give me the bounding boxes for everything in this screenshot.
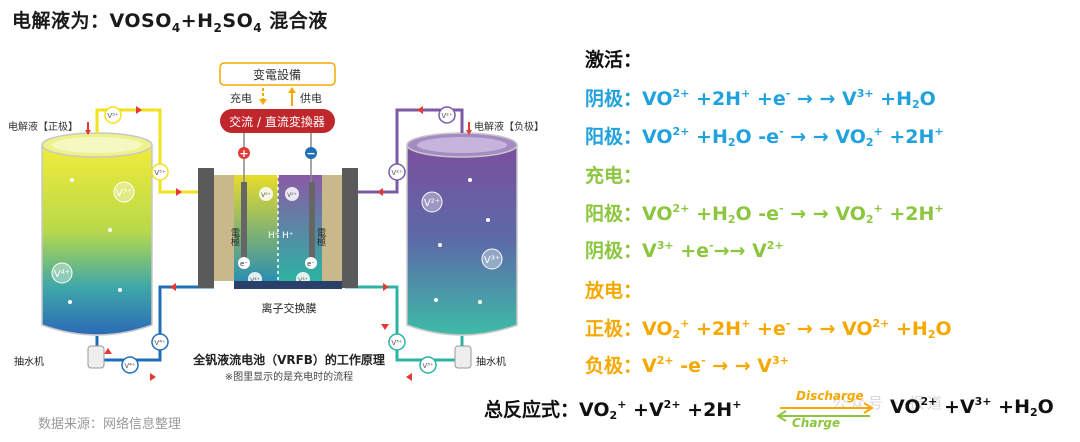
minus-terminal (305, 147, 317, 159)
plus-terminal (238, 147, 250, 159)
membrane-base (234, 281, 342, 289)
svg-text:V⁴⁺: V⁴⁺ (54, 269, 70, 280)
pipe-ion-v3b: V³⁺ (419, 356, 437, 374)
charge-cathode-eq: 阴极：V3+ +e-→→ V2+ (585, 239, 784, 262)
svg-text:e⁻: e⁻ (240, 260, 248, 268)
positive-tank-label: 电解液【正极】 (8, 120, 78, 133)
total-reaction-rhs: VO2+ +V3+ +H2O (890, 395, 1054, 419)
flow-arrows (104, 106, 423, 381)
negative-tank (406, 132, 518, 336)
equilibrium-arrows-icon (776, 402, 874, 422)
supply-arrowhead (288, 87, 296, 93)
pipe-ion-v2: V²⁺ (438, 106, 456, 124)
vrfb-diagram: 变電設備 充电 供电 交流 / 直流変換器 + − 电解液【正极】 电解液【负极… (8, 62, 544, 383)
svg-text:V³⁺: V³⁺ (298, 277, 308, 284)
h-plus-right: H⁺ (282, 231, 294, 241)
svg-text:V³⁺: V³⁺ (391, 339, 403, 347)
svg-text:V²⁺: V²⁺ (391, 169, 403, 177)
page-title: 电解液为：VOSO4+H2SO4 混合液 (12, 10, 328, 35)
right-electrode-label: 電極 (315, 228, 326, 247)
total-reaction-lhs: 总反应式：VO2+ +V2+ +2H+ (484, 398, 742, 422)
equipment-label: 变電設備 (253, 67, 301, 82)
svg-text:V⁴⁺: V⁴⁺ (154, 339, 166, 347)
tank-ion-v5: V⁵⁺ (113, 181, 135, 203)
pipe-ion-v5b: V⁵⁺ (151, 163, 169, 181)
discharge-arrow-label: Discharge (796, 389, 864, 403)
svg-text:V⁵⁺: V⁵⁺ (154, 169, 166, 177)
svg-text:V²⁺: V²⁺ (441, 112, 453, 120)
right-pump-label: 抽水机 (476, 355, 506, 368)
left-pump-label: 抽水机 (14, 355, 44, 368)
negative-tank-label: 电解液【负极】 (474, 120, 544, 133)
tank-ion-v4: V⁴⁺ (51, 262, 73, 284)
svg-text:V⁵⁺: V⁵⁺ (261, 192, 271, 199)
cell-ion-v5: V⁵⁺ (259, 187, 273, 201)
charge-header: 充电： (585, 165, 643, 187)
pipe-ion-v3: V³⁺ (388, 333, 406, 351)
reversible-arrows: Discharge Charge (772, 389, 880, 432)
activation-header: 激活： (585, 49, 643, 71)
cell-electron-left: e⁻ (238, 257, 250, 269)
tank-ion-v3: V³⁺ (481, 248, 503, 270)
pipe-ion-v5: V⁵⁺ (104, 106, 122, 124)
discharge-negative-eq: 负极：V2+ -e- → → V3+ (585, 354, 789, 377)
charge-arrowhead (259, 99, 267, 105)
svg-text:V⁵⁺: V⁵⁺ (116, 188, 132, 199)
cell-ion-v2: V²⁺ (285, 187, 299, 201)
activation-anode-eq: 阳极：VO2+ +H2O -e- → → VO2+ +2H+ (585, 125, 944, 149)
equipment-box: 变電設備 (219, 62, 336, 86)
svg-text:V²⁺: V²⁺ (424, 198, 440, 209)
tank-ion-v2: V²⁺ (421, 191, 443, 213)
svg-text:V⁴⁺: V⁴⁺ (124, 362, 136, 370)
source-note: 数据来源：网络信息整理 (38, 417, 182, 432)
pipe-ion-v4: V⁴⁺ (151, 333, 169, 351)
svg-text:V³⁺: V³⁺ (422, 362, 434, 370)
pipe-ion-v2b: V²⁺ (388, 163, 406, 181)
diagram-caption: 全钒液流电池（VRFB）的工作原理 (192, 352, 385, 367)
charge-label: 充电 (230, 91, 252, 105)
converter-label: 交流 / 直流変換器 (229, 114, 325, 129)
positive-tank (41, 132, 153, 336)
cell-stack (198, 159, 358, 288)
svg-text:V⁵⁺: V⁵⁺ (107, 112, 119, 120)
plus-sign: + (239, 147, 248, 160)
supply-label: 供电 (300, 91, 322, 105)
svg-text:e⁻: e⁻ (307, 260, 315, 268)
left-electrode-label: 電極 (229, 228, 240, 247)
membrane-label: 离子交换膜 (262, 301, 317, 315)
svg-text:V²⁺: V²⁺ (287, 192, 297, 199)
h-plus-left: H⁺ (268, 231, 280, 241)
discharge-positive-eq: 正极：VO2+ +2H+ +e- → → VO2+ +H2O (585, 317, 952, 341)
svg-text:V⁴⁺: V⁴⁺ (250, 277, 260, 284)
svg-text:V³⁺: V³⁺ (484, 255, 500, 266)
left-pump (87, 345, 105, 369)
discharge-header: 放电： (585, 280, 643, 302)
charge-arrow-label: Charge (792, 416, 841, 430)
charge-anode-eq: 阳极：VO2+ +H2O -e- → → VO2+ +2H+ (585, 202, 944, 226)
minus-sign: − (306, 147, 315, 160)
cell-electron-right: e⁻ (305, 257, 317, 269)
activation-cathode-eq: 阴极：VO2+ +2H+ +e- → → V3+ +H2O (585, 87, 936, 111)
diagram-note: ※图里显示的是充电时的流程 (225, 370, 353, 383)
converter-box: 交流 / 直流変換器 (220, 109, 335, 133)
right-tank-arrowhead (466, 130, 472, 135)
pipe-ion-v4b: V⁴⁺ (121, 356, 139, 374)
tank-bubbles (68, 178, 490, 304)
right-pump (454, 345, 472, 369)
left-tank-arrowhead (85, 130, 91, 135)
